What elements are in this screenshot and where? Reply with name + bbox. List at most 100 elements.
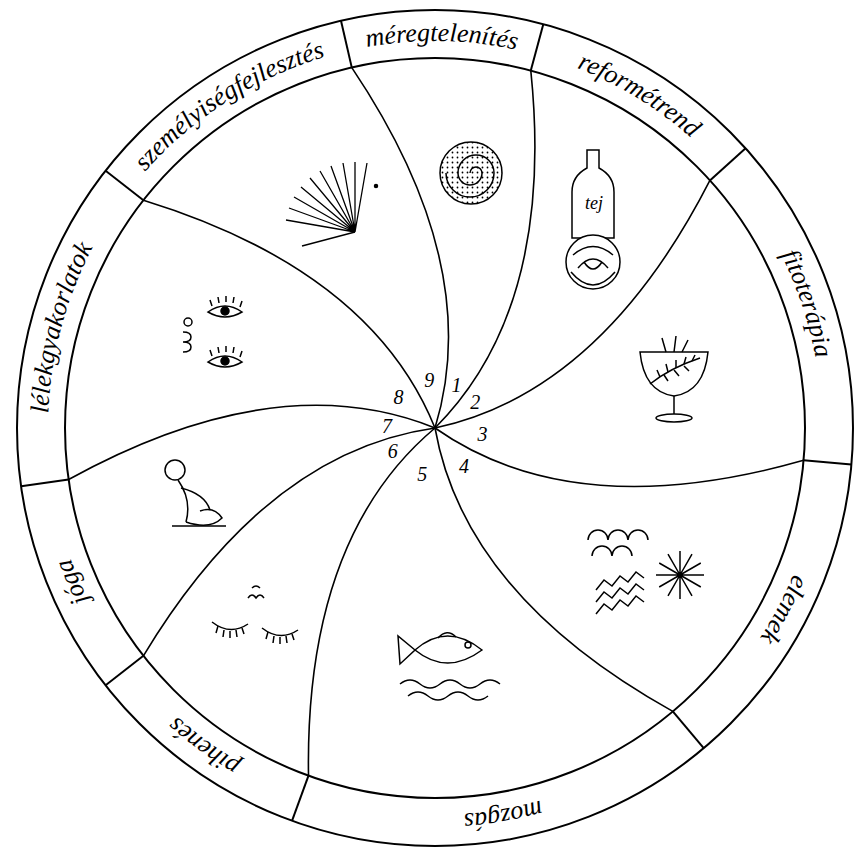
- ring-label: méregtelenítés: [363, 18, 521, 56]
- callout-number: 7: [382, 415, 392, 437]
- spoke: [308, 428, 435, 776]
- ring-divider: [21, 480, 68, 487]
- petal: [573, 247, 613, 256]
- ring-divider: [292, 776, 309, 821]
- callout-number: 1: [451, 374, 461, 396]
- callout-number: 5: [417, 463, 427, 485]
- petal: [571, 272, 615, 285]
- eye: [208, 356, 242, 367]
- arm: [181, 488, 210, 510]
- spoke: [435, 428, 804, 486]
- eyelashes: [210, 346, 242, 357]
- wave-row: [592, 546, 632, 556]
- ring-label-path: jóga: [49, 556, 95, 613]
- ring-label: lélekgyakorlatok: [25, 236, 98, 413]
- eyelashes: [210, 296, 242, 307]
- callout-number: 9: [424, 369, 434, 391]
- face-icon: [183, 296, 242, 367]
- ring-label-path: reformétrend: [574, 47, 707, 144]
- fish-tail: [398, 636, 415, 664]
- eyelashes: [216, 626, 244, 638]
- water-wave: [408, 692, 488, 700]
- ring-divider: [106, 171, 144, 201]
- fish-body: [415, 636, 482, 663]
- ring-label: mozgás: [463, 795, 546, 837]
- spiral-line: [446, 155, 494, 197]
- pupil: [221, 357, 229, 365]
- fish-eye: [465, 642, 471, 648]
- head: [165, 460, 185, 480]
- ring-label-path: lélekgyakorlatok: [25, 236, 98, 413]
- goblet-bowl: [640, 352, 708, 396]
- spoke: [352, 68, 449, 428]
- bottle: [572, 150, 614, 238]
- spoke: [435, 428, 673, 711]
- spiral-icon: [440, 142, 502, 204]
- ring-label-path: személyiségfejlesztés: [128, 35, 327, 176]
- ring-divider: [710, 148, 746, 180]
- ring-label: pihenés: [162, 712, 246, 784]
- herb-tips: [662, 336, 688, 352]
- ring-label: jóga: [49, 556, 95, 613]
- ring-label-path: méregtelenítés: [363, 18, 521, 56]
- ring-label-path: fitoterápia: [776, 244, 839, 359]
- callout-number: 3: [478, 423, 488, 445]
- bottle-label: tej: [585, 194, 603, 214]
- sun-rays: [656, 551, 704, 599]
- wheel-frame: [17, 10, 853, 846]
- ring-label: fitoterápia: [776, 244, 839, 359]
- rose: [566, 235, 620, 289]
- ground: [172, 525, 226, 527]
- nose: [184, 318, 192, 326]
- fan-rays: [286, 162, 367, 232]
- shell-body: [440, 142, 502, 204]
- ring-label: reformétrend: [574, 47, 707, 144]
- goblet-base: [656, 414, 692, 422]
- mouth: [248, 595, 264, 598]
- goblet-stem: [673, 396, 675, 414]
- zigzag: [596, 596, 644, 614]
- ring-label-path: pihenés: [162, 712, 246, 784]
- petal: [578, 259, 608, 268]
- torso: [178, 480, 188, 522]
- resting-face-icon: [212, 586, 298, 644]
- spoke: [143, 200, 435, 428]
- fish-icon: [398, 633, 500, 700]
- wave-row: [588, 530, 648, 540]
- eyelashes: [266, 632, 294, 644]
- inner-circle: [65, 58, 805, 798]
- water-wave: [400, 680, 500, 688]
- goblet-icon: [640, 336, 708, 422]
- callout-number: 2: [470, 391, 480, 413]
- callout-number: 8: [394, 386, 404, 408]
- ring-label: elemek: [755, 572, 815, 651]
- fan-stem: [302, 232, 355, 246]
- eye: [208, 306, 242, 317]
- lips: [183, 332, 191, 352]
- dot: [374, 184, 377, 187]
- legs: [186, 510, 222, 526]
- ring-divider: [804, 460, 852, 464]
- spoke: [435, 71, 535, 428]
- pupil: [221, 307, 229, 315]
- callout-number: 6: [388, 440, 398, 462]
- ring-divider: [341, 21, 352, 68]
- herb-leaves: [657, 355, 695, 381]
- ring-label-path: elemek: [755, 572, 815, 651]
- ring-divider: [673, 711, 704, 748]
- ring-divider: [106, 656, 144, 686]
- fan-icon: [286, 162, 378, 246]
- spoke: [143, 428, 435, 656]
- elements-icon: [588, 530, 704, 614]
- ring-label-path: mozgás: [463, 795, 546, 837]
- yoga-figure-icon: [165, 460, 226, 526]
- petal: [584, 262, 602, 269]
- bottle-icon: [566, 150, 620, 289]
- spoke: [69, 405, 435, 479]
- nose: [252, 586, 260, 588]
- ring-divider: [531, 24, 544, 70]
- ring-label: személyiségfejlesztés: [128, 35, 327, 176]
